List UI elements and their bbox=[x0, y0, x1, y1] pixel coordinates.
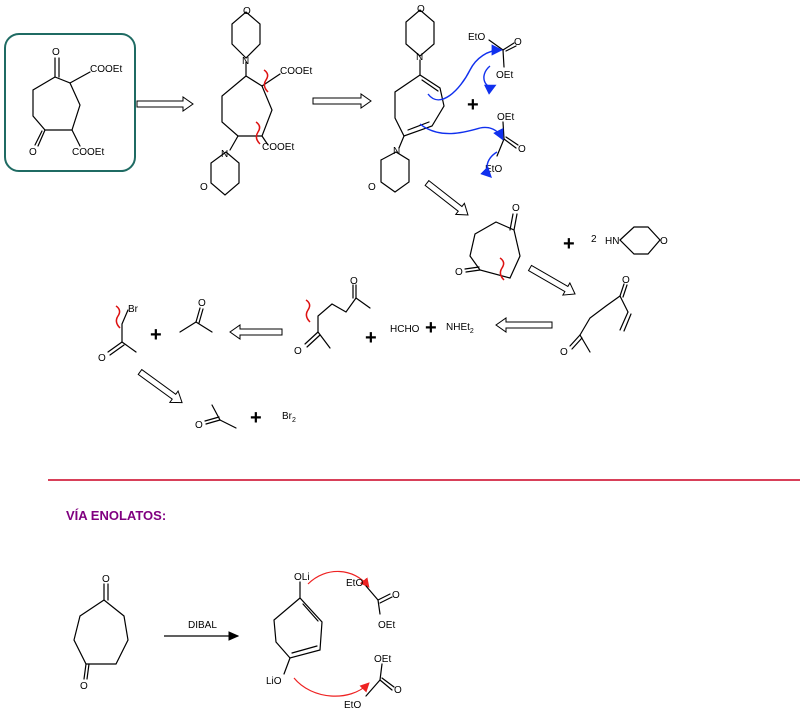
ethoxy-label: OEt bbox=[374, 654, 391, 665]
plus-sign: + bbox=[250, 407, 262, 429]
stoichiometry-label: 2 bbox=[591, 234, 597, 245]
oxygen-label: O bbox=[80, 681, 88, 692]
enone-dione: O O bbox=[560, 275, 632, 358]
bis-enolate: OLi LiO bbox=[266, 570, 370, 697]
oxygen-label: O bbox=[660, 236, 668, 247]
nitrogen-label: N bbox=[416, 52, 423, 63]
oxygen-label: O bbox=[294, 346, 302, 357]
oxygen-label: O bbox=[394, 685, 402, 696]
ethoxy-label: OEt bbox=[496, 70, 513, 81]
ethoxy-label: EtO bbox=[344, 700, 361, 711]
ester-label: COOEt bbox=[90, 64, 122, 75]
dibal-arrow: DIBAL bbox=[164, 620, 240, 641]
target-frame bbox=[4, 33, 136, 172]
oxygen-label: O bbox=[98, 353, 106, 364]
oxygen-label: O bbox=[417, 4, 425, 15]
oxygen-label: O bbox=[195, 420, 203, 431]
retro-arrow bbox=[495, 317, 553, 333]
ester-label: COOEt bbox=[262, 142, 294, 153]
section-title: VÍA ENOLATOS: bbox=[66, 508, 166, 523]
oxygen-label: O bbox=[455, 267, 463, 278]
oxygen-label: O bbox=[392, 590, 400, 601]
bis-enamine-carbonates: O N N O EtO O OEt + OEt O EtO bbox=[368, 4, 526, 193]
oxygen-label: O bbox=[350, 276, 358, 287]
oxygen-label: O bbox=[512, 203, 520, 214]
retro-arrow bbox=[137, 368, 183, 404]
oxygen-label: O bbox=[29, 147, 37, 158]
oxygen-label: O bbox=[518, 144, 526, 155]
ethoxy-label: OEt bbox=[378, 620, 395, 631]
diethylamine-label: NHEt2 bbox=[446, 322, 474, 335]
lithium-enolate-label: OLi bbox=[294, 572, 310, 583]
cycloheptanedione: O O + 2 HN O bbox=[455, 203, 668, 281]
oxygen-label: O bbox=[198, 298, 206, 309]
bis-enamine-diester: O N N O COOEt COOEt bbox=[200, 6, 312, 196]
ester-label: COOEt bbox=[72, 147, 104, 158]
retro-arrow bbox=[312, 93, 372, 109]
acetone-bromine: O + Br2 bbox=[195, 404, 296, 431]
retro-arrow bbox=[229, 324, 283, 340]
plus-sign: + bbox=[467, 94, 479, 116]
nitrogen-label: N bbox=[393, 146, 400, 157]
retro-arrow bbox=[136, 96, 194, 112]
oxygen-label: O bbox=[368, 182, 376, 193]
reagent-label: DIBAL bbox=[188, 620, 217, 631]
plus-sign: + bbox=[365, 327, 377, 349]
retro-arrow bbox=[424, 179, 469, 216]
retro-arrow bbox=[527, 264, 576, 296]
bromine-label: Br bbox=[128, 304, 139, 315]
plus-sign: + bbox=[563, 233, 575, 255]
oxygen-label: O bbox=[52, 47, 60, 58]
formaldehyde-label: HCHO bbox=[390, 324, 420, 335]
ester-label: COOEt bbox=[280, 66, 312, 77]
ethoxy-label: EtO bbox=[346, 578, 363, 589]
nitrogen-label: N bbox=[242, 56, 249, 67]
plus-sign: + bbox=[425, 317, 437, 339]
lithium-enolate-label: LiO bbox=[266, 676, 282, 687]
starting-dione: O O bbox=[73, 574, 129, 692]
carbonate-bottom: OEt O EtO bbox=[344, 654, 402, 711]
hexanedione: O O + bbox=[294, 276, 377, 357]
oxygen-label: O bbox=[560, 347, 568, 358]
bromine-label: Br2 bbox=[282, 411, 296, 424]
oxygen-label: O bbox=[102, 574, 110, 585]
bromoacetone-acetone: Br O + O bbox=[98, 298, 213, 364]
oxygen-label: O bbox=[514, 37, 522, 48]
oxygen-label: O bbox=[200, 182, 208, 193]
target-molecule: O O COOEt COOEt bbox=[4, 33, 136, 172]
ethoxy-label: EtO bbox=[485, 164, 502, 175]
plus-sign: + bbox=[150, 324, 162, 346]
amine-label: HN bbox=[605, 236, 619, 247]
ethoxy-label: OEt bbox=[497, 112, 514, 123]
nitrogen-label: N bbox=[221, 149, 228, 160]
oxygen-label: O bbox=[243, 6, 251, 17]
oxygen-label: O bbox=[622, 275, 630, 286]
ethoxy-label: EtO bbox=[468, 32, 485, 43]
carbonate-top: EtO O OEt bbox=[346, 578, 400, 631]
mannich-reagents: HCHO + NHEt2 bbox=[390, 317, 474, 339]
